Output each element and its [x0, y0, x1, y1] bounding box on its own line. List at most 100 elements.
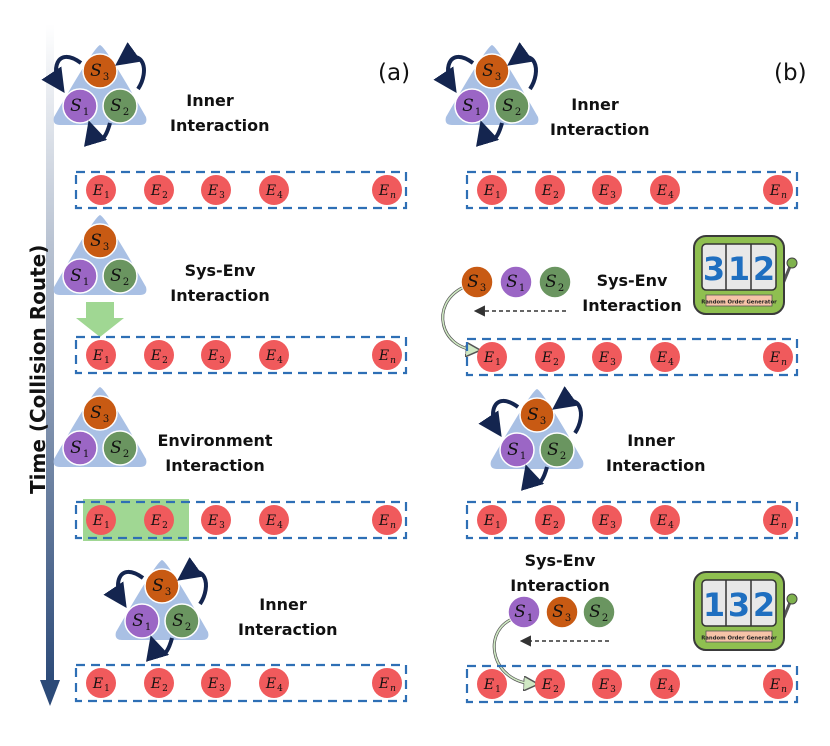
- environment-symbol: E: [656, 183, 667, 199]
- environment-E2-circle: [144, 505, 174, 535]
- inner-arrow: [433, 54, 475, 93]
- environment-symbol: E: [769, 350, 780, 366]
- environment-index: 4: [277, 521, 283, 531]
- time-axis-label: Time (Collision Route): [26, 244, 50, 494]
- system-s1-circle: [507, 595, 541, 629]
- environment-index: 4: [668, 521, 674, 531]
- environment-En-circle: [372, 668, 402, 698]
- environment-box: [465, 337, 799, 377]
- environment-index: n: [390, 191, 396, 201]
- environment-index: 1: [495, 685, 501, 695]
- system-index: 2: [515, 107, 521, 118]
- environment-symbol: E: [656, 350, 667, 366]
- environment-symbol: E: [598, 677, 609, 693]
- environment-index: 3: [219, 191, 225, 201]
- system-index: 3: [103, 414, 109, 425]
- environment-index: 1: [495, 358, 501, 368]
- system-index: 1: [475, 107, 481, 118]
- panel-label-b: (b): [774, 60, 807, 86]
- environment-E2-circle: [535, 669, 565, 699]
- environment-E4-circle: [259, 668, 289, 698]
- system-s3-circle: [460, 265, 494, 299]
- environment-index: 4: [668, 358, 674, 368]
- system-s3-circle: [144, 568, 180, 604]
- lever-knob: [786, 257, 798, 269]
- system-symbol: S: [152, 576, 164, 596]
- system-index: 2: [123, 449, 129, 460]
- environment-index: n: [390, 684, 396, 694]
- system-index: 2: [185, 622, 191, 633]
- system-index: 1: [83, 107, 89, 118]
- system-index: 1: [519, 283, 525, 294]
- system-index: 3: [565, 613, 571, 624]
- system-s1-circle: [62, 430, 98, 466]
- system-s2-circle: [164, 603, 200, 639]
- system-symbol: S: [172, 611, 184, 631]
- system-symbol: S: [507, 440, 519, 460]
- environment-box: [465, 664, 799, 704]
- environment-index: 4: [277, 191, 283, 201]
- environment-symbol: E: [92, 348, 103, 364]
- reel-window: [701, 579, 777, 627]
- environment-E1-circle: [86, 175, 116, 205]
- reel-digit: 2: [753, 250, 775, 288]
- system-index: 3: [540, 416, 546, 427]
- reel-window: [701, 243, 777, 291]
- collision-arrow: [493, 619, 535, 685]
- environment-index: 1: [495, 191, 501, 201]
- environment-symbol: E: [378, 513, 389, 529]
- inner-arrow: [476, 120, 504, 147]
- reel-digit: 2: [753, 586, 775, 624]
- system-s1-circle: [62, 258, 98, 294]
- green-down-arrow: [76, 302, 124, 337]
- environment-symbol: E: [378, 348, 389, 364]
- caption-plate: [705, 630, 773, 643]
- lever-knob: [786, 593, 798, 605]
- system-index: 1: [83, 449, 89, 460]
- environment-index: n: [390, 521, 396, 531]
- environment-E1-circle: [477, 175, 507, 205]
- system-index: 1: [83, 277, 89, 288]
- environment-E2-circle: [535, 175, 565, 205]
- environment-index: 2: [162, 521, 168, 531]
- environment-E2-circle: [535, 505, 565, 535]
- environment-index: 2: [162, 191, 168, 201]
- environment-symbol: E: [656, 677, 667, 693]
- environment-symbol: E: [656, 513, 667, 529]
- system-index: 3: [480, 283, 486, 294]
- environment-box: [74, 335, 408, 375]
- panel-label-a: (a): [378, 60, 411, 86]
- environment-box: [74, 663, 408, 703]
- system-s3-circle: [82, 223, 118, 259]
- collision-arrow: [442, 287, 477, 351]
- system-s3-circle: [82, 53, 118, 89]
- environment-E3-circle: [592, 175, 622, 205]
- environment-symbol: E: [378, 183, 389, 199]
- environment-E3-circle: [201, 340, 231, 370]
- system-s1-circle: [454, 88, 490, 124]
- system-s1-circle: [124, 603, 160, 639]
- environment-symbol: E: [150, 513, 161, 529]
- environment-E4-circle: [259, 340, 289, 370]
- system-s1-circle: [499, 432, 535, 468]
- environment-index: 2: [553, 685, 559, 695]
- reel-digit: 3: [728, 586, 750, 624]
- environment-E4-circle: [650, 669, 680, 699]
- environment-symbol: E: [541, 350, 552, 366]
- system-index: 3: [495, 72, 501, 83]
